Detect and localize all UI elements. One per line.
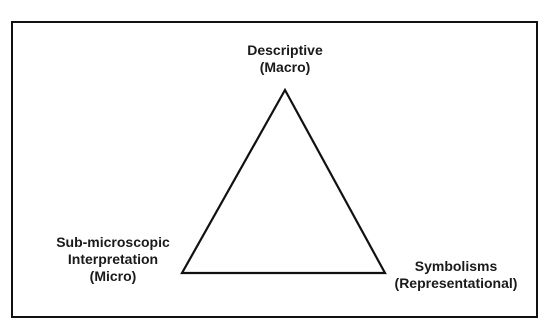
vertex-label-descriptive: Descriptive (Macro) xyxy=(215,42,355,76)
vertex-label-descriptive-line1: Descriptive xyxy=(247,42,323,58)
vertex-label-symbolisms-line2: (Representational) xyxy=(394,275,518,291)
vertex-label-symbolisms: Symbolisms (Representational) xyxy=(382,258,530,292)
vertex-label-submicroscopic-line1: Sub-microscopic xyxy=(56,234,170,250)
triangle-shape xyxy=(180,87,387,275)
vertex-label-symbolisms-line1: Symbolisms xyxy=(414,258,498,274)
vertex-label-submicroscopic-line3: (Micro) xyxy=(89,268,137,284)
vertex-label-descriptive-line2: (Macro) xyxy=(259,59,311,75)
vertex-label-submicroscopic-line2: Interpretation xyxy=(67,251,159,267)
diagram-frame xyxy=(11,21,538,318)
vertex-label-submicroscopic: Sub-microscopic Interpretation (Micro) xyxy=(28,234,198,285)
